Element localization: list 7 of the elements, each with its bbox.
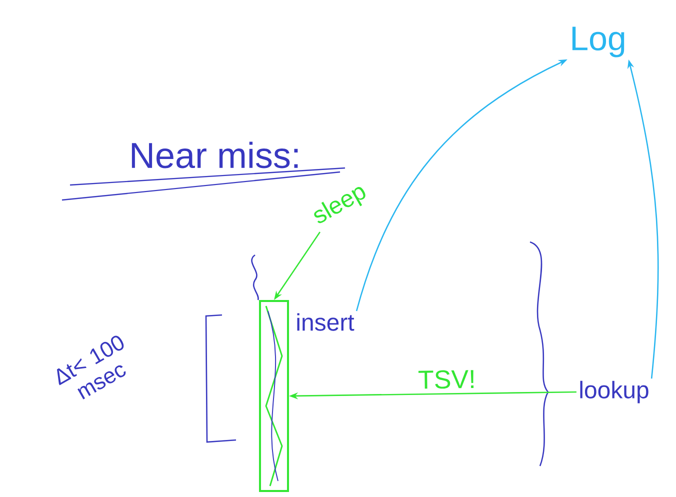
handwritten-text: insert [297,313,354,331]
bar-drawing [259,300,289,492]
log-text: Log [572,26,624,58]
handwritten-text: sleep [314,187,366,224]
handwritten-text: lookup [580,380,648,404]
edge-label: TSV! [418,370,474,389]
note: Δt< 100 msec [56,336,126,400]
